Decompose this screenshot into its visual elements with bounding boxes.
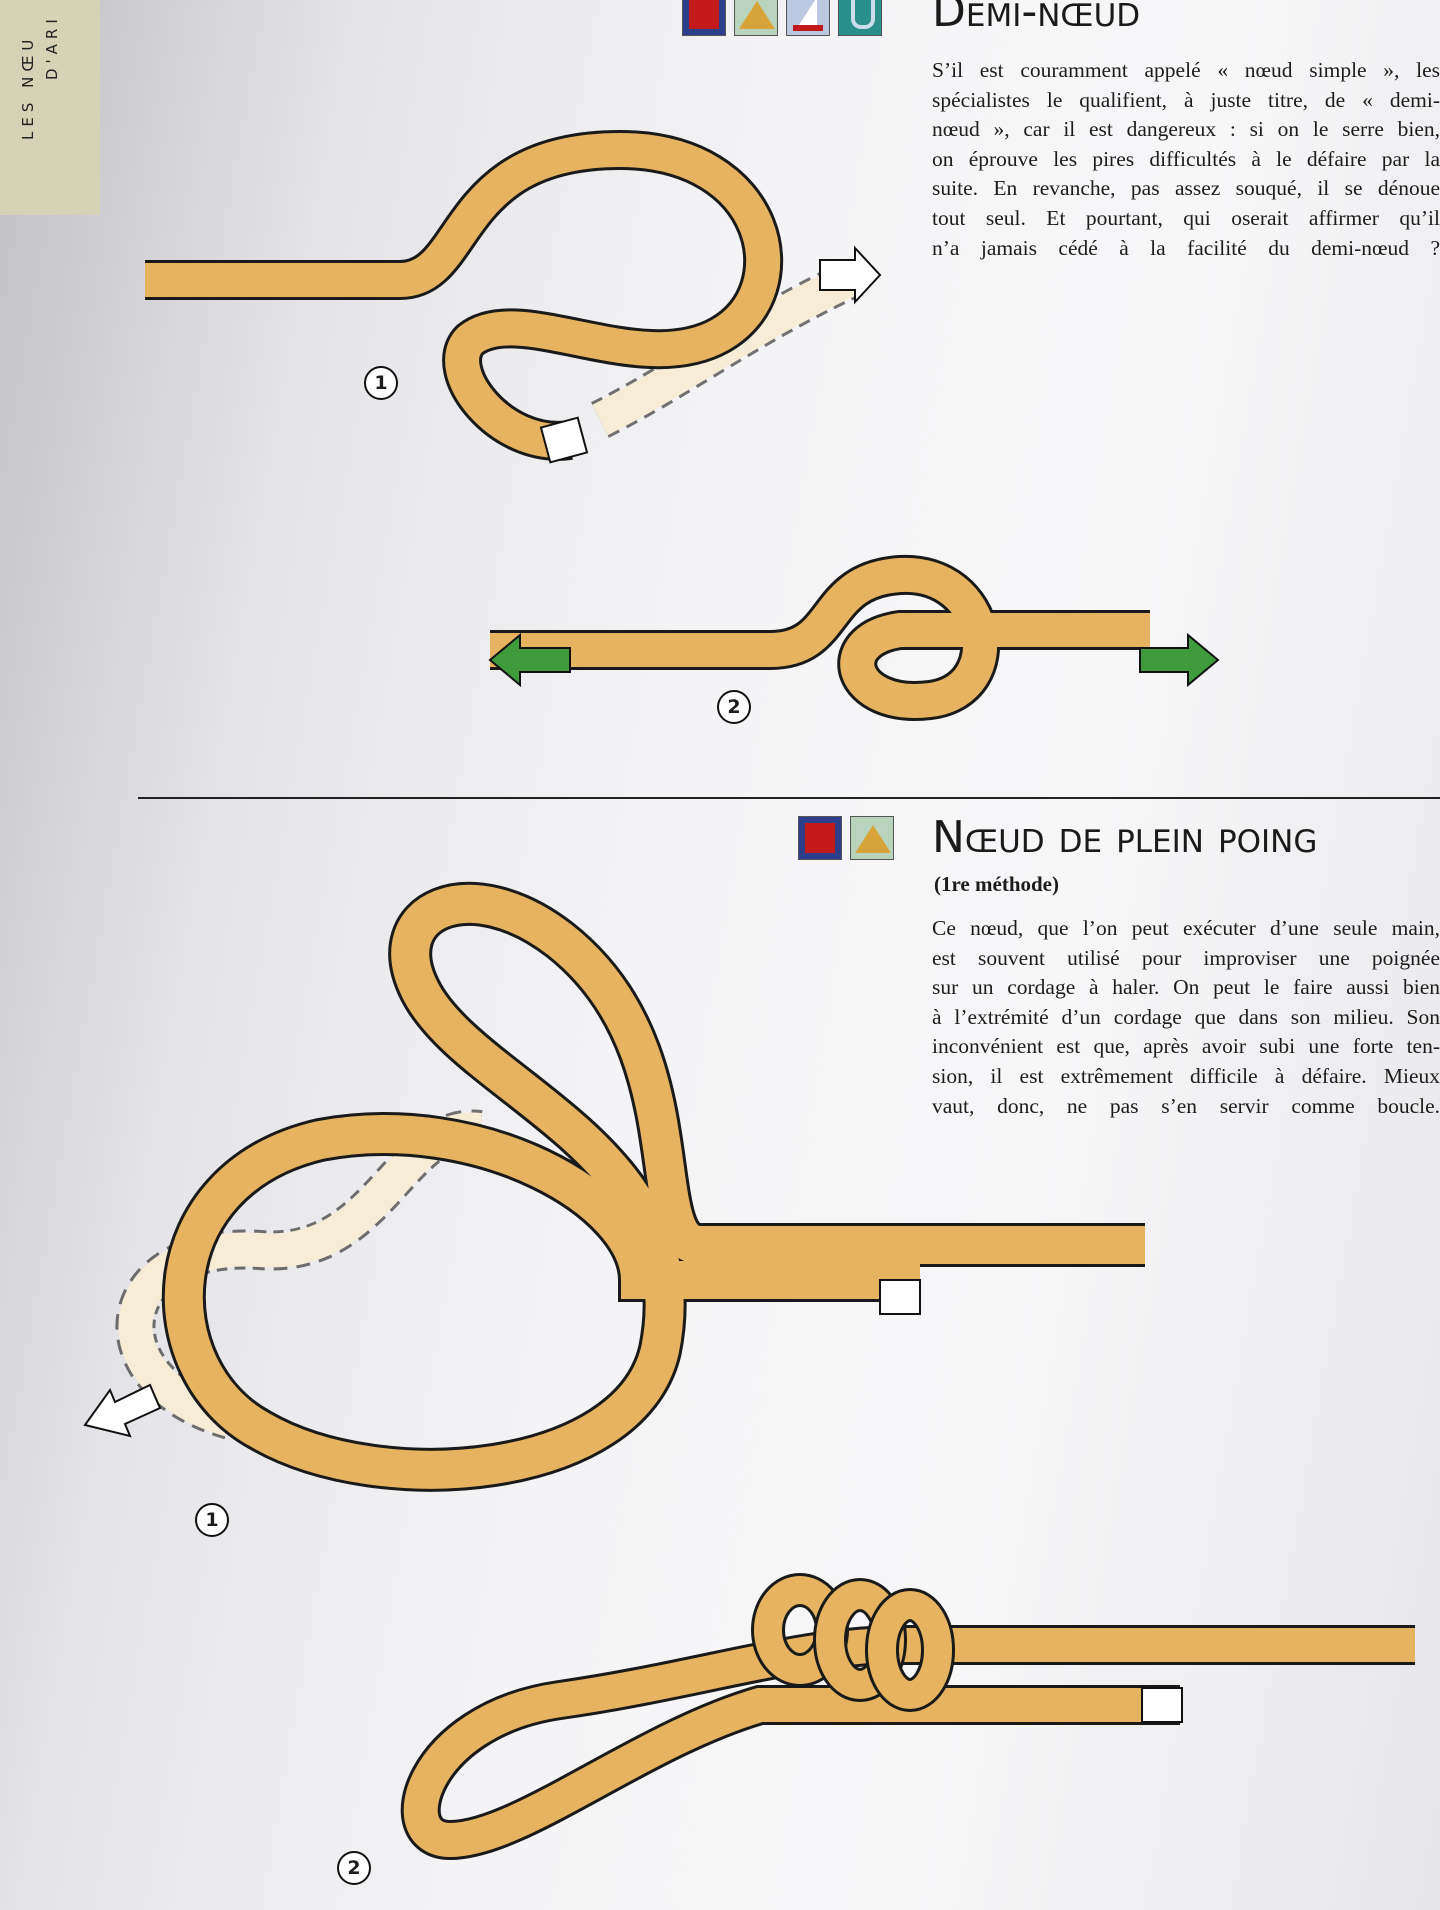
section2-paragraph: Ce nœud, que l’on peut exécuter d’une se… — [932, 916, 1440, 1118]
section2-title: Nœud de plein poing — [932, 812, 1318, 863]
tent-icon — [850, 816, 894, 860]
section1-paragraph: S’il est couramment appelé « nœud simple… — [932, 58, 1440, 260]
arrow-right-icon — [1139, 632, 1220, 688]
step-number: 1 — [364, 366, 398, 400]
hook-icon — [838, 0, 882, 36]
arrow-right-icon — [819, 245, 882, 305]
step-number: 2 — [337, 1851, 371, 1885]
arrow-left-icon — [488, 632, 571, 688]
section2-subtitle: (1re méthode) — [934, 872, 1059, 896]
step-number: 2 — [717, 690, 751, 724]
section1-title: Demi-nœud — [932, 0, 1141, 37]
plein-poing-step1-rope — [83, 882, 1145, 1492]
tent-icon — [734, 0, 778, 36]
plein-poing-step2-rope — [400, 1573, 1415, 1861]
arrow-left-icon — [83, 1383, 162, 1438]
demi-noeud-step1-rope — [145, 129, 882, 464]
demi-noeud-step2-rope — [488, 554, 1220, 721]
sailboat-icon — [786, 0, 830, 36]
step-number: 1 — [195, 1503, 229, 1537]
cube-icon — [798, 816, 842, 860]
section2-icons — [798, 816, 894, 860]
cube-icon — [682, 0, 726, 36]
section1-icons — [682, 0, 882, 36]
section-divider — [138, 797, 1440, 799]
